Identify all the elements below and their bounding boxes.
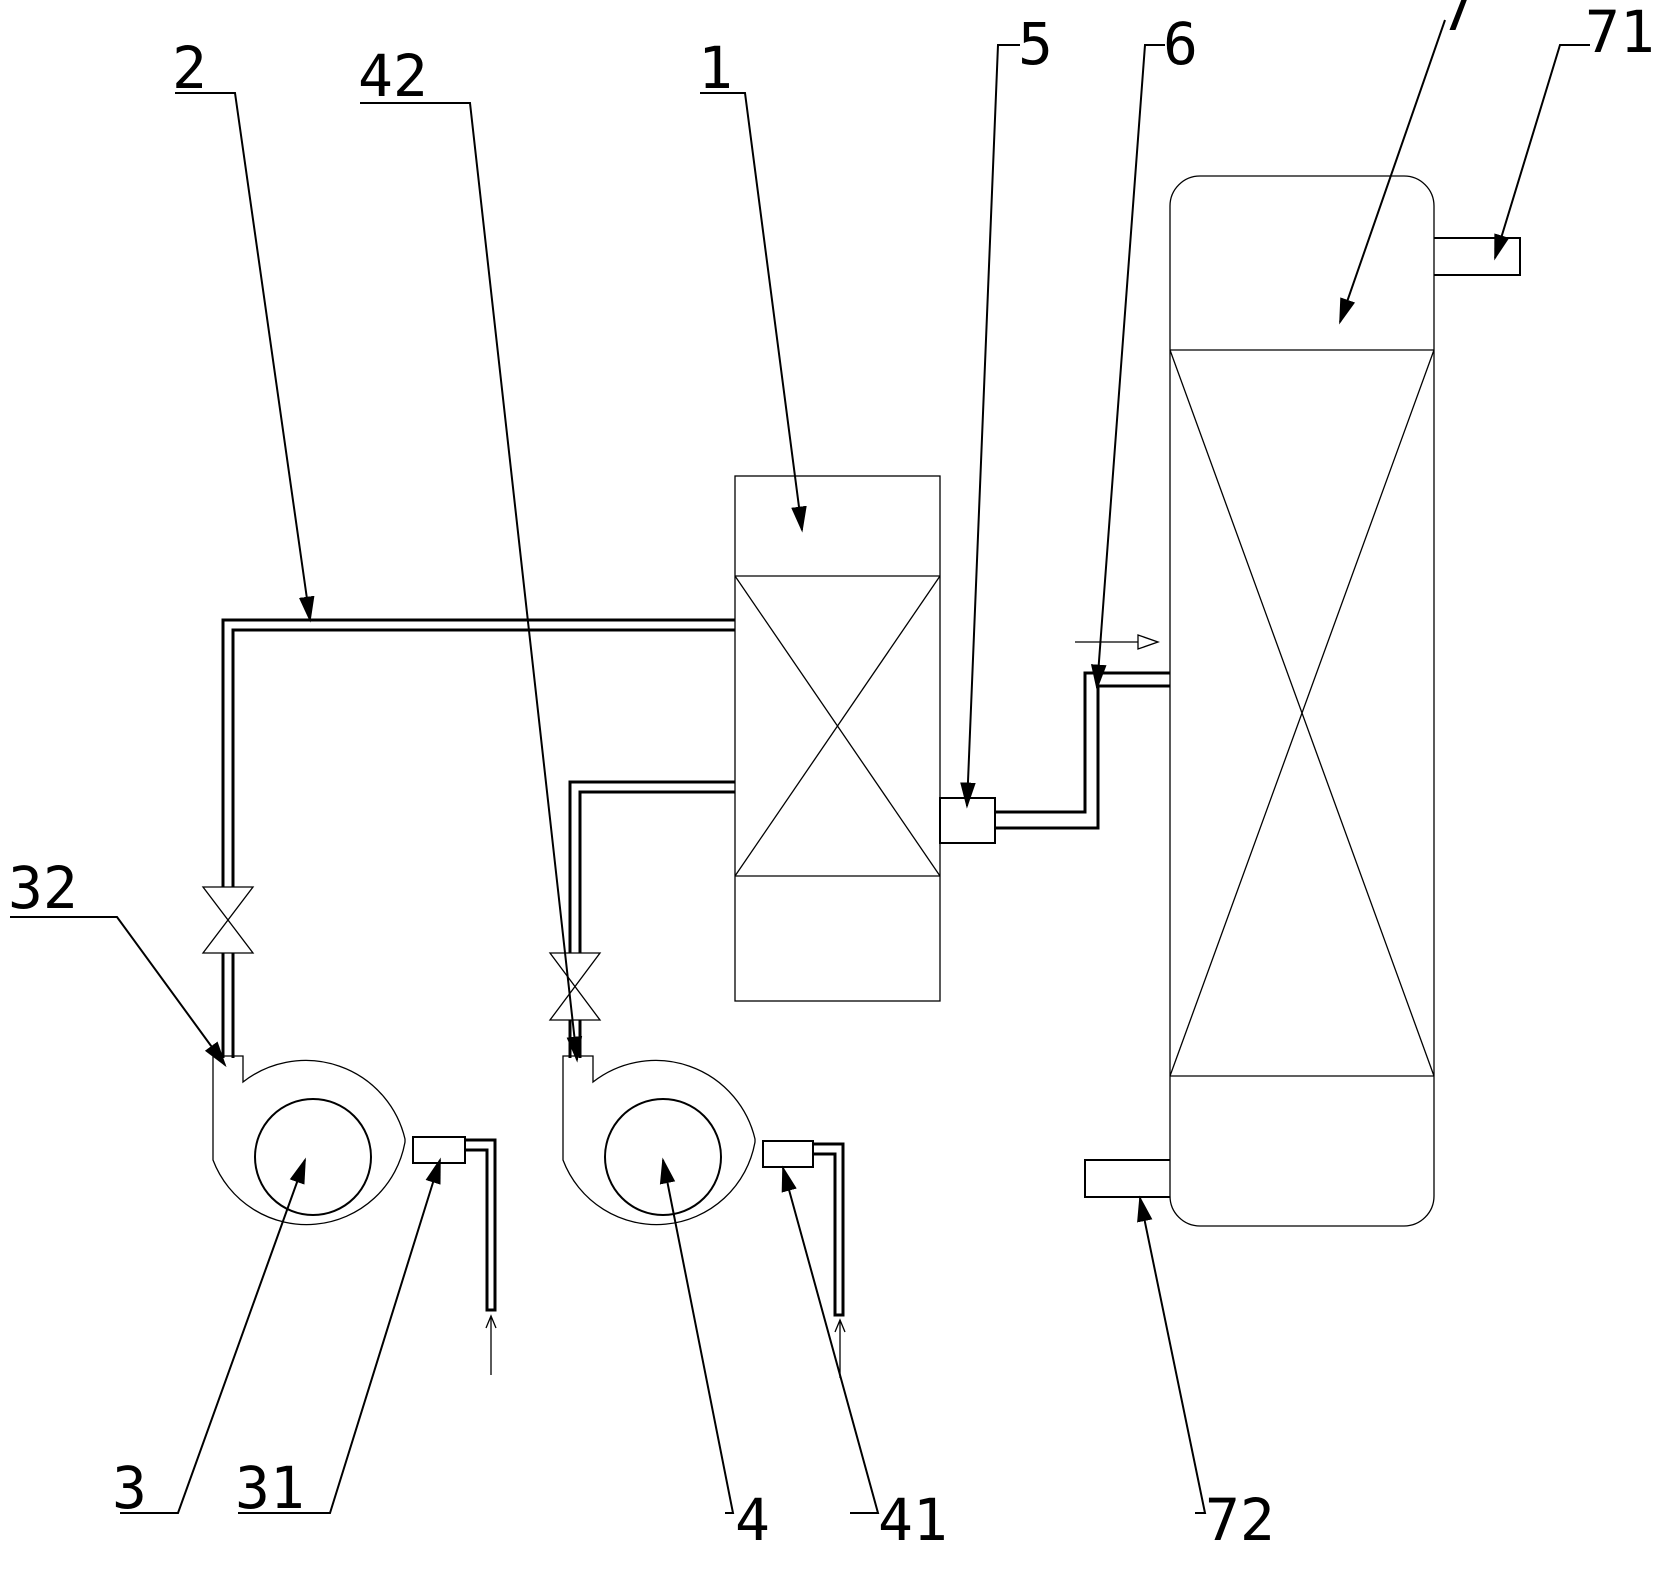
label-7: 7 <box>1440 0 1475 44</box>
reactor-vessel-1 <box>734 475 941 1002</box>
label-31: 31 <box>235 1454 305 1522</box>
label-71: 71 <box>1585 0 1655 66</box>
inlet-41 <box>762 1140 845 1317</box>
label-1: 1 <box>698 34 733 102</box>
label-6: 6 <box>1163 10 1198 78</box>
top-outlet-71 <box>1434 237 1521 276</box>
label-4: 4 <box>735 1486 770 1554</box>
label-72: 72 <box>1205 1486 1275 1554</box>
label-32: 32 <box>8 854 78 922</box>
inlet-31 <box>412 1136 497 1312</box>
label-2: 2 <box>172 34 207 102</box>
label-3: 3 <box>112 1454 147 1522</box>
label-5: 5 <box>1018 10 1053 78</box>
bottom-outlet-72 <box>1084 1159 1170 1198</box>
column-tower-7 <box>1169 175 1435 1227</box>
blower-4 <box>562 1055 756 1226</box>
valve-32 <box>201 886 255 954</box>
pipe-2 <box>221 618 735 1058</box>
label-42: 42 <box>358 42 428 110</box>
pipe-6 <box>995 671 1170 830</box>
pipe-42 <box>568 780 735 1058</box>
blower-3 <box>212 1055 406 1226</box>
inflow-arrow-31 <box>485 1314 497 1375</box>
leader-lines <box>10 19 1590 1514</box>
inflow-arrow-41 <box>834 1318 846 1378</box>
flow-arrow-right <box>1075 634 1160 650</box>
valve-42 <box>548 952 602 1021</box>
label-41: 41 <box>878 1486 948 1554</box>
